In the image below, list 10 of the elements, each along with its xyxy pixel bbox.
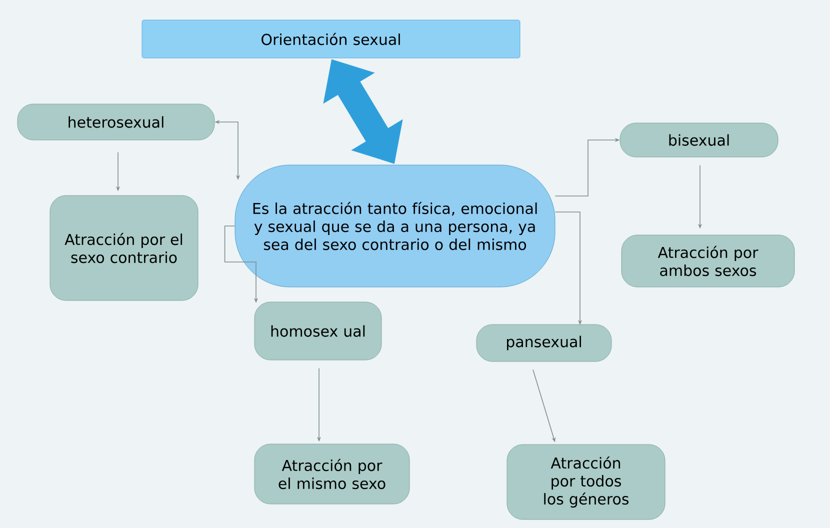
category-box: Atracción por el mismo sexo — [254, 444, 410, 504]
category-box: bisexual — [620, 122, 778, 158]
category-box: homosex ual — [254, 302, 382, 360]
category-box: heterosexual — [17, 104, 215, 140]
definition-box: Es la atracción tanto física, emocional y sexual que se da a una persona, ya sea del sexo contrario o del mismo — [234, 164, 556, 288]
category-box: Atracción por el sexo contrario — [50, 195, 198, 301]
title-box: Orientación sexual — [142, 20, 520, 58]
category-box: Atracción por todos los géneros — [506, 444, 666, 520]
category-box: pansexual — [476, 324, 612, 362]
category-box: Atracción por ambos sexos — [621, 234, 795, 288]
